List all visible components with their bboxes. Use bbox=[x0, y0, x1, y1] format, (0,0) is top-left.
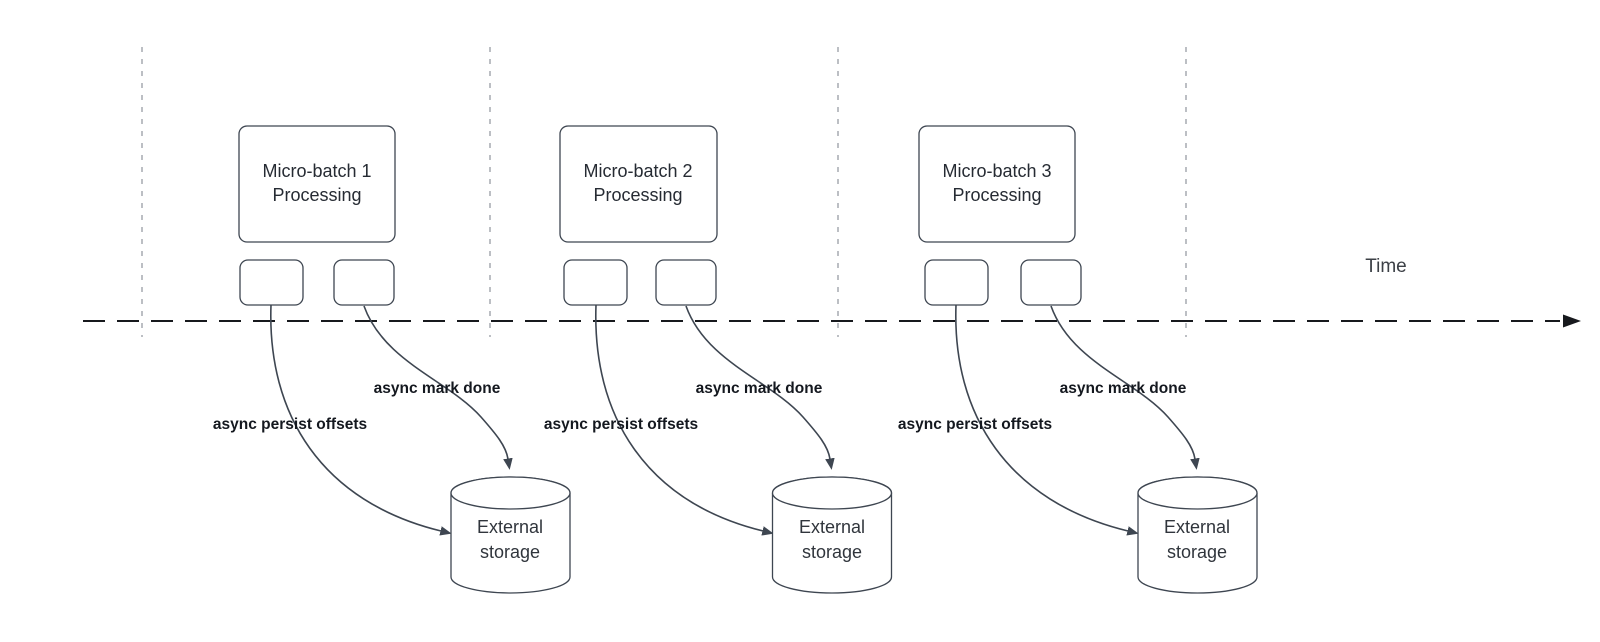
mark-done-arrow-2 bbox=[685, 305, 835, 470]
microbatch-3-box-label: Micro-batch 3 Processing bbox=[942, 159, 1051, 207]
mark-done-source-box-2 bbox=[655, 259, 717, 306]
storage-cylinder-2-top bbox=[771, 476, 893, 510]
storage-label-2: External storage bbox=[799, 515, 865, 565]
microbatch-2-label-line1: Micro-batch 2 bbox=[583, 161, 693, 181]
persist-offsets-arrow-3 bbox=[955, 304, 1139, 536]
microbatch-3-label-line1: Micro-batch 3 bbox=[942, 161, 1052, 181]
storage-label-2-line2: storage bbox=[801, 542, 863, 562]
time-axis-arrowhead-icon bbox=[1563, 314, 1581, 328]
microbatch-1-label-line2: Processing bbox=[272, 185, 362, 205]
persist-offsets-arrow-2 bbox=[595, 304, 774, 536]
microbatch-1-label-line1: Micro-batch 1 bbox=[262, 161, 372, 181]
persist-offsets-label-3: async persist offsets bbox=[897, 416, 1053, 433]
microbatch-3-box bbox=[918, 125, 1076, 243]
storage-label-3-line1: External bbox=[1163, 517, 1231, 537]
microbatch-2-box bbox=[559, 125, 718, 243]
persist-offsets-source-box-2 bbox=[563, 259, 628, 306]
mark-done-label-2: async mark done bbox=[695, 380, 823, 397]
storage-label-1-line1: External bbox=[476, 517, 544, 537]
storage-label-2-line1: External bbox=[798, 517, 866, 537]
microbatch-1-box bbox=[238, 125, 396, 243]
storage-cylinder-1-top bbox=[450, 476, 571, 510]
time-axis-label: Time bbox=[1365, 256, 1407, 277]
persist-offsets-source-box-1 bbox=[239, 259, 304, 306]
storage-label-3-line2: storage bbox=[1166, 542, 1228, 562]
microbatch-2-label-line2: Processing bbox=[593, 185, 683, 205]
mark-done-source-box-3 bbox=[1020, 259, 1082, 306]
mark-done-arrow-1 bbox=[363, 305, 513, 470]
mark-done-label-1: async mark done bbox=[373, 380, 501, 397]
persist-offsets-source-box-3 bbox=[924, 259, 989, 306]
mark-done-label-3: async mark done bbox=[1059, 380, 1187, 397]
storage-label-1: External storage bbox=[477, 515, 543, 565]
storage-cylinder-3-top bbox=[1137, 476, 1258, 510]
storage-label-1-line2: storage bbox=[479, 542, 541, 562]
persist-offsets-label-2: async persist offsets bbox=[543, 416, 699, 433]
microbatch-2-box-label: Micro-batch 2 Processing bbox=[583, 159, 692, 207]
mark-done-arrow-3 bbox=[1050, 305, 1200, 470]
microbatch-3-label-line2: Processing bbox=[952, 185, 1042, 205]
microbatch-1-box-label: Micro-batch 1 Processing bbox=[262, 159, 371, 207]
storage-label-3: External storage bbox=[1164, 515, 1230, 565]
persist-offsets-label-1: async persist offsets bbox=[212, 416, 368, 433]
persist-offsets-arrow-1 bbox=[270, 304, 452, 536]
mark-done-source-box-1 bbox=[333, 259, 395, 306]
